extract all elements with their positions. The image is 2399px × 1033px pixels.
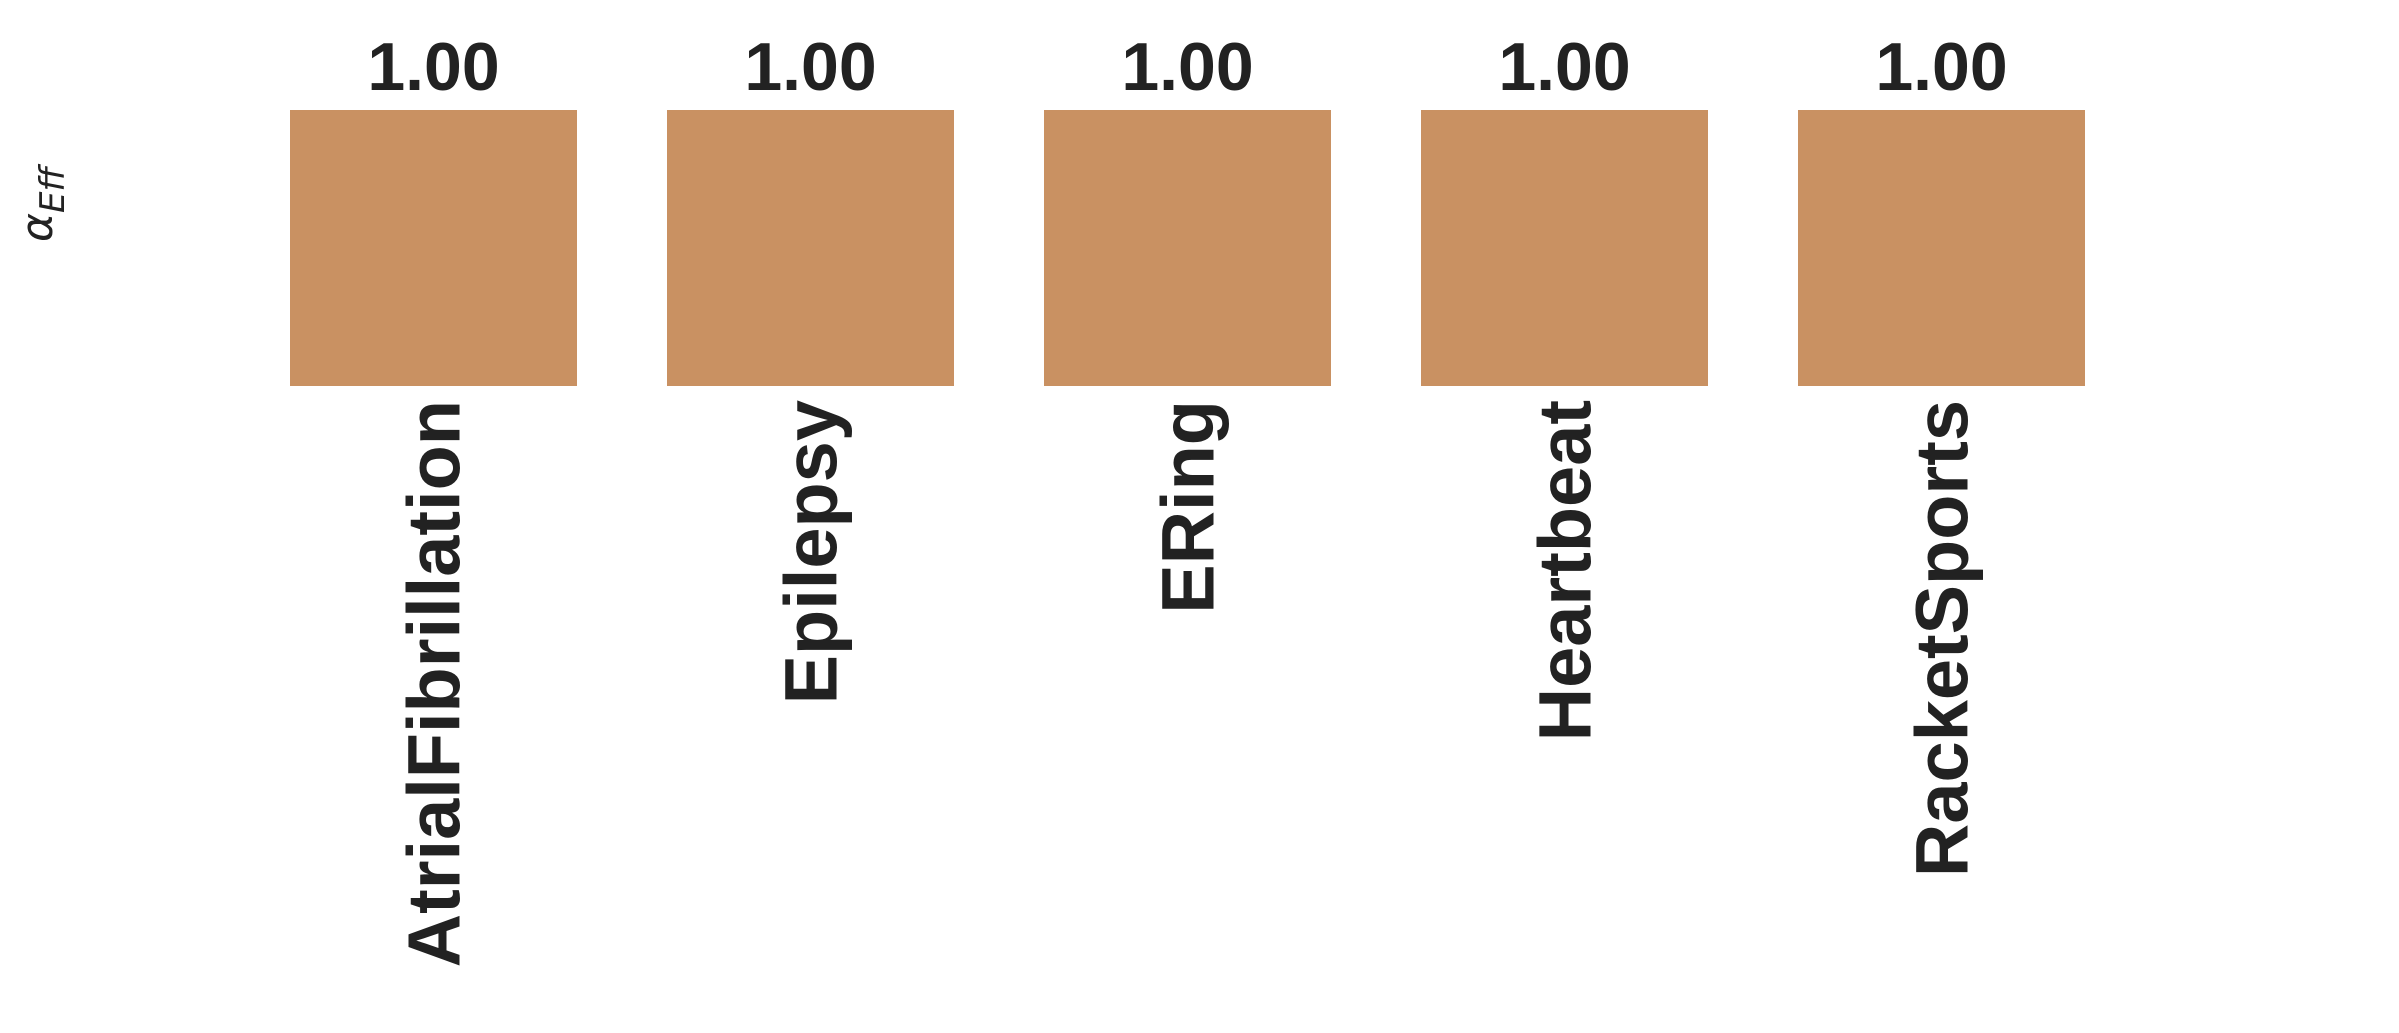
heatmap-cells — [290, 110, 2085, 386]
category-label-atrialfibrillation: AtrialFibrillation — [393, 400, 476, 967]
heatmap-cell-racketsports — [1798, 110, 2085, 386]
value-labels: 1.00 1.00 1.00 1.00 1.00 — [367, 29, 2007, 105]
category-labels: AtrialFibrillation Epilepsy ERing Heartbeat… — [393, 400, 1984, 967]
row-label: αEff — [12, 164, 73, 242]
value-label-racketsports: 1.00 — [1875, 29, 2007, 105]
row-label-symbol: α — [12, 213, 63, 242]
category-label-racketsports: RacketSports — [1901, 400, 1984, 877]
heatmap-cell-epilepsy — [667, 110, 954, 386]
row-label-subscript: Eff — [33, 164, 73, 213]
value-label-ering: 1.00 — [1121, 29, 1253, 105]
category-label-heartbeat: Heartbeat — [1524, 400, 1607, 741]
category-label-ering: ERing — [1147, 400, 1230, 614]
category-label-epilepsy: Epilepsy — [770, 400, 853, 704]
value-label-heartbeat: 1.00 — [1498, 29, 1630, 105]
heatmap-cell-ering — [1044, 110, 1331, 386]
heatmap-cell-atrialfibrillation — [290, 110, 577, 386]
value-label-atrialfibrillation: 1.00 — [367, 29, 499, 105]
heatmap-cell-heartbeat — [1421, 110, 1708, 386]
value-label-epilepsy: 1.00 — [744, 29, 876, 105]
